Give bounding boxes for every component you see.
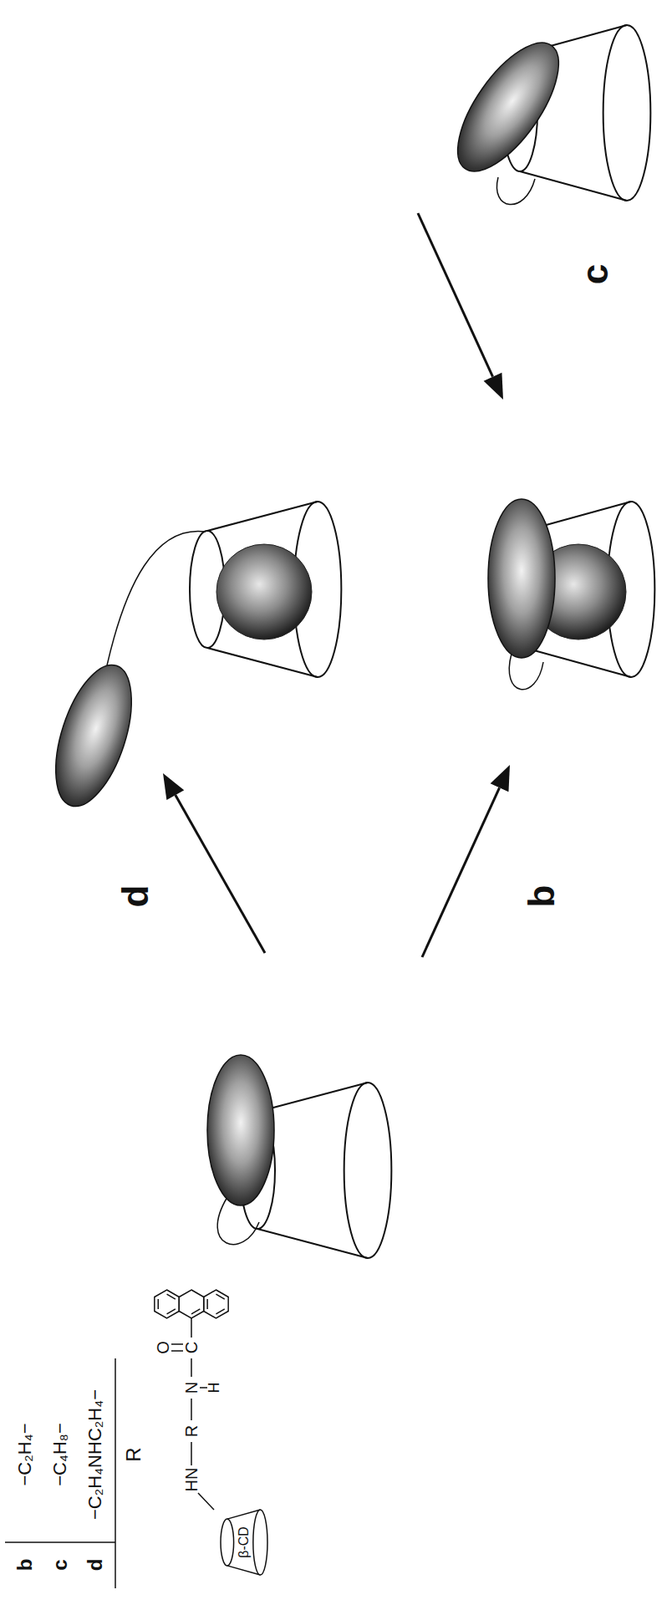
compound-letter: d: [85, 1558, 106, 1572]
atom-label: HN: [183, 1467, 200, 1492]
compound-letter: c: [50, 1558, 71, 1570]
anthracene-ellipsoid: [207, 1054, 275, 1206]
atom-label: H: [206, 1382, 222, 1394]
tether-line: [509, 653, 544, 690]
group-label: R: [183, 1425, 200, 1437]
drawing: [5, 25, 655, 1589]
arrow-label: b: [523, 885, 560, 908]
table-cell: −C₂H₄−: [15, 1423, 35, 1487]
anthracene-ellipsoid: [40, 656, 148, 816]
arrow-head: [483, 372, 504, 400]
atom-label: O: [154, 1340, 172, 1355]
guest-sphere: [216, 544, 312, 640]
tether-line: [106, 530, 206, 666]
cyclodextrin-cone: [189, 501, 342, 678]
arrow-label: d: [117, 885, 154, 908]
compound-letter: b: [15, 1558, 36, 1572]
reaction-arrow: [422, 787, 500, 958]
cyclodextrin-node: β-CD: [218, 1507, 270, 1577]
arrow-head: [490, 764, 510, 792]
table-rules: [5, 1358, 116, 1589]
arrow-label: c: [576, 264, 614, 285]
anthracene-ellipsoid: [438, 26, 577, 187]
table-cell: −C₂H₄NHC₂H₄−: [86, 1389, 105, 1520]
tether-line: [496, 177, 535, 205]
bond-lines: [171, 1318, 214, 1510]
reaction-arrow: [417, 213, 494, 377]
table-cell: −C₄H₈−: [50, 1422, 70, 1487]
arrow-head: [162, 773, 184, 800]
anthracene-rings: [154, 1289, 229, 1319]
anthracene-ellipsoid: [488, 498, 555, 658]
reaction-arrow: [175, 794, 265, 953]
atom-label: N: [183, 1381, 200, 1394]
atom-label: C: [183, 1341, 200, 1354]
node-text: β-CD: [237, 1526, 251, 1558]
table-header: R: [123, 1446, 144, 1462]
